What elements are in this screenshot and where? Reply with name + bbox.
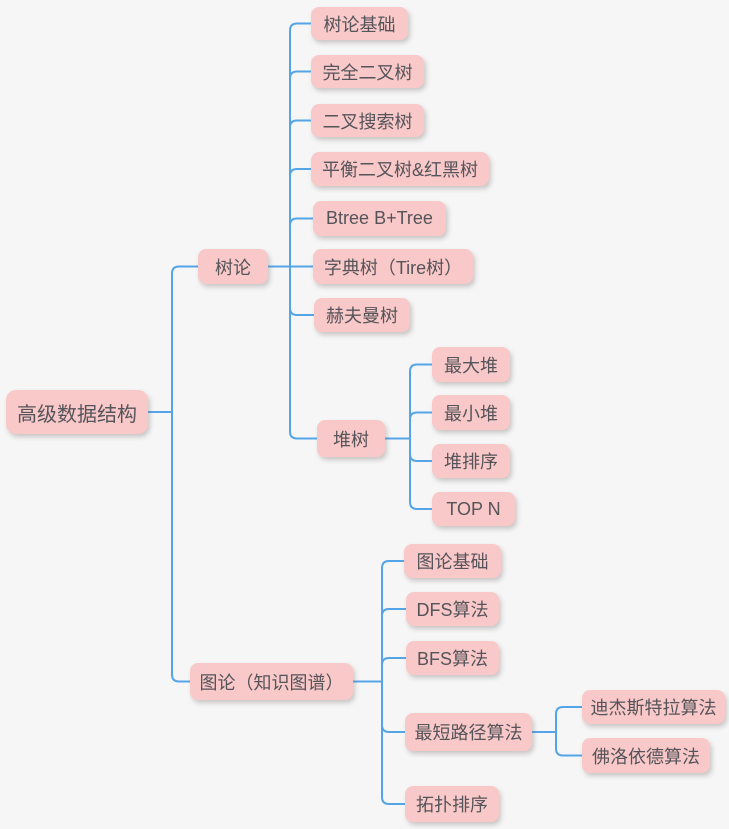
mindmap-node-btree[interactable]: Btree B+Tree (313, 201, 446, 236)
mindmap-node-min-heap[interactable]: 最小堆 (432, 395, 510, 430)
mindmap-node-tree[interactable]: 树论 (198, 249, 268, 284)
mindmap-node-floyd[interactable]: 佛洛依德算法 (582, 738, 710, 773)
mindmap-node-top-n[interactable]: TOP N (432, 492, 515, 526)
mindmap-node-bst[interactable]: 二叉搜索树 (311, 104, 424, 137)
mindmap-node-cbt[interactable]: 完全二叉树 (311, 55, 424, 88)
mindmap-node-dijkstra[interactable]: 迪杰斯特拉算法 (582, 690, 725, 724)
mindmap-node-topo[interactable]: 拓扑排序 (405, 786, 499, 822)
mindmap-node-heap[interactable]: 堆树 (317, 420, 385, 457)
mindmap-node-graph[interactable]: 图论（知识图谱） (190, 663, 353, 700)
mindmap-node-dfs[interactable]: DFS算法 (406, 592, 499, 626)
mindmap-node-bfs[interactable]: BFS算法 (406, 641, 499, 675)
mindmap-node-trie[interactable]: 字典树（Tire树） (313, 249, 473, 284)
mindmap-node-heap-sort[interactable]: 堆排序 (432, 444, 510, 478)
mindmap-node-graph-basic[interactable]: 图论基础 (404, 544, 501, 578)
mindmap-node-max-heap[interactable]: 最大堆 (432, 347, 510, 382)
mindmap-node-avl-rb[interactable]: 平衡二叉树&红黑树 (311, 152, 489, 186)
mindmap-node-root[interactable]: 高级数据结构 (6, 390, 148, 434)
connector-path (147, 22, 583, 805)
mindmap-node-shortest[interactable]: 最短路径算法 (405, 713, 532, 751)
mindmap-node-huffman[interactable]: 赫夫曼树 (314, 298, 410, 332)
mindmap-node-tree-basic[interactable]: 树论基础 (311, 7, 408, 40)
